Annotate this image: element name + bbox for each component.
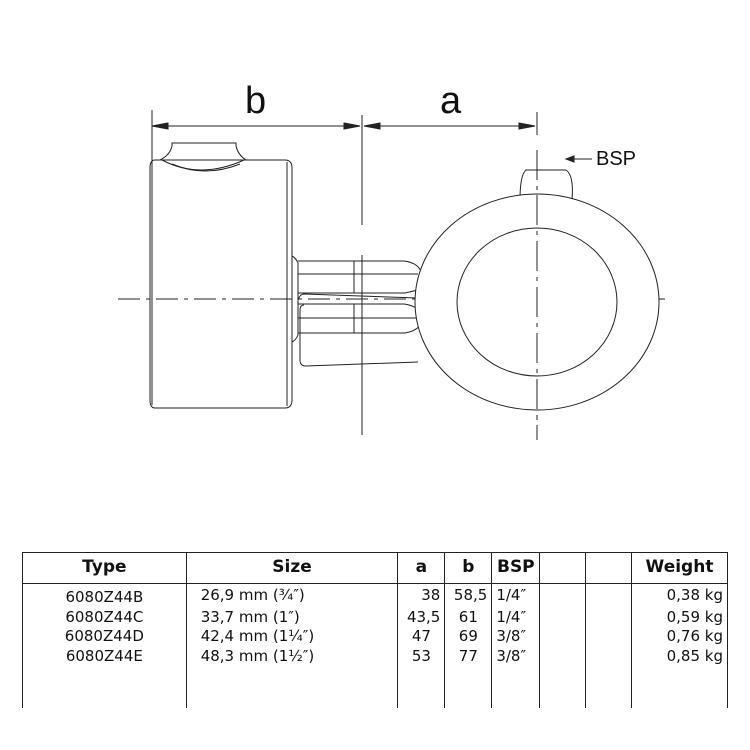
cell-bsp: 1/4″ — [491, 607, 541, 627]
table-row: 6080Z44D 42,4 mm (1¼″) 47 69 3/8″ 0,76 k… — [22, 627, 728, 647]
cell-weight: 0,76 kg — [631, 627, 728, 647]
table-row: 6080Z44B 26,9 mm (¾″) 38 58,5 1/4″ 0,38 … — [22, 583, 728, 608]
cell-a: 38 — [397, 583, 446, 608]
header-empty-2 — [585, 552, 632, 584]
cell-size: 26,9 mm (¾″) — [185, 583, 399, 608]
cell-type: 6080Z44E — [22, 646, 187, 666]
cell-size: 42,4 mm (1¼″) — [185, 627, 399, 647]
table-header-row: Type Size a b BSP Weight — [22, 552, 728, 584]
cell-a: 43,5 — [397, 607, 446, 627]
header-b: b — [444, 552, 493, 584]
header-size: Size — [185, 552, 399, 584]
cell-size: 33,7 mm (1″) — [185, 607, 399, 627]
header-bsp: BSP — [491, 552, 541, 584]
table-row: 6080Z44E 48,3 mm (1½″) 53 77 3/8″ 0,85 k… — [22, 646, 728, 666]
bsp-arrow-icon — [564, 155, 592, 163]
dimension-a — [363, 122, 536, 130]
cell-weight: 0,38 kg — [631, 583, 728, 608]
cell-b: 69 — [444, 627, 493, 647]
fitting-stem — [291, 255, 423, 367]
fitting-body-left — [149, 142, 293, 409]
table-row: 6080Z44C 33,7 mm (1″) 43,5 61 1/4″ 0,59 … — [22, 607, 728, 627]
header-type: Type — [22, 552, 187, 584]
dimension-a-label: a — [440, 80, 462, 122]
cell-b: 61 — [444, 607, 493, 627]
cell-type: 6080Z44C — [22, 607, 187, 627]
cell-weight: 0,85 kg — [631, 646, 728, 666]
cell-bsp: 3/8″ — [491, 646, 541, 666]
dimension-b — [151, 122, 361, 130]
header-empty-1 — [539, 552, 587, 584]
cell-a: 53 — [397, 646, 446, 666]
cell-bsp: 1/4″ — [491, 583, 541, 608]
header-weight: Weight — [631, 552, 728, 584]
technical-drawing — [118, 110, 665, 440]
specification-table: Type Size a b BSP Weight 6080Z44B 26,9 m… — [22, 552, 728, 708]
cell-type: 6080Z44D — [22, 627, 187, 647]
table-empty-row — [22, 666, 728, 708]
cell-size: 48,3 mm (1½″) — [185, 646, 399, 666]
cell-type: 6080Z44B — [22, 583, 187, 608]
dimension-b-label: b — [245, 80, 267, 122]
cell-bsp: 3/8″ — [491, 627, 541, 647]
cell-a: 47 — [397, 627, 446, 647]
header-a: a — [397, 552, 446, 584]
bsp-label: BSP — [596, 148, 637, 170]
cell-weight: 0,59 kg — [631, 607, 728, 627]
cell-b: 58,5 — [444, 583, 493, 608]
cell-b: 77 — [444, 646, 493, 666]
